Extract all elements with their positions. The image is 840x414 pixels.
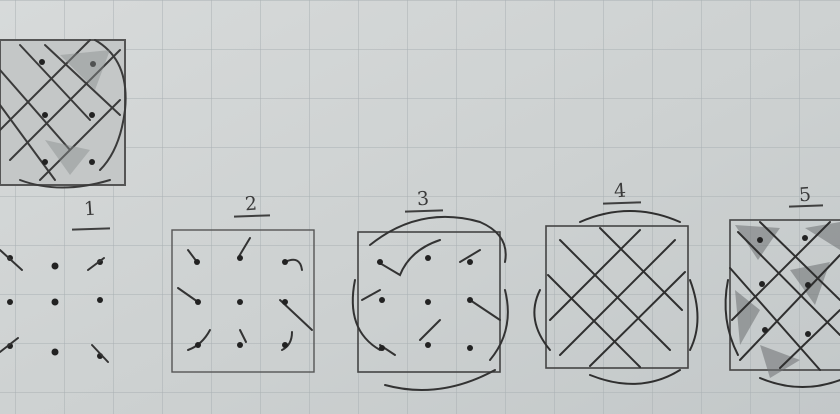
step-1-label: 1 [83,198,97,221]
step-4-label: 4 [613,180,627,203]
step-2-label: 2 [244,193,258,216]
step-3-label: 3 [416,188,430,211]
step-5-label: 5 [798,184,812,207]
